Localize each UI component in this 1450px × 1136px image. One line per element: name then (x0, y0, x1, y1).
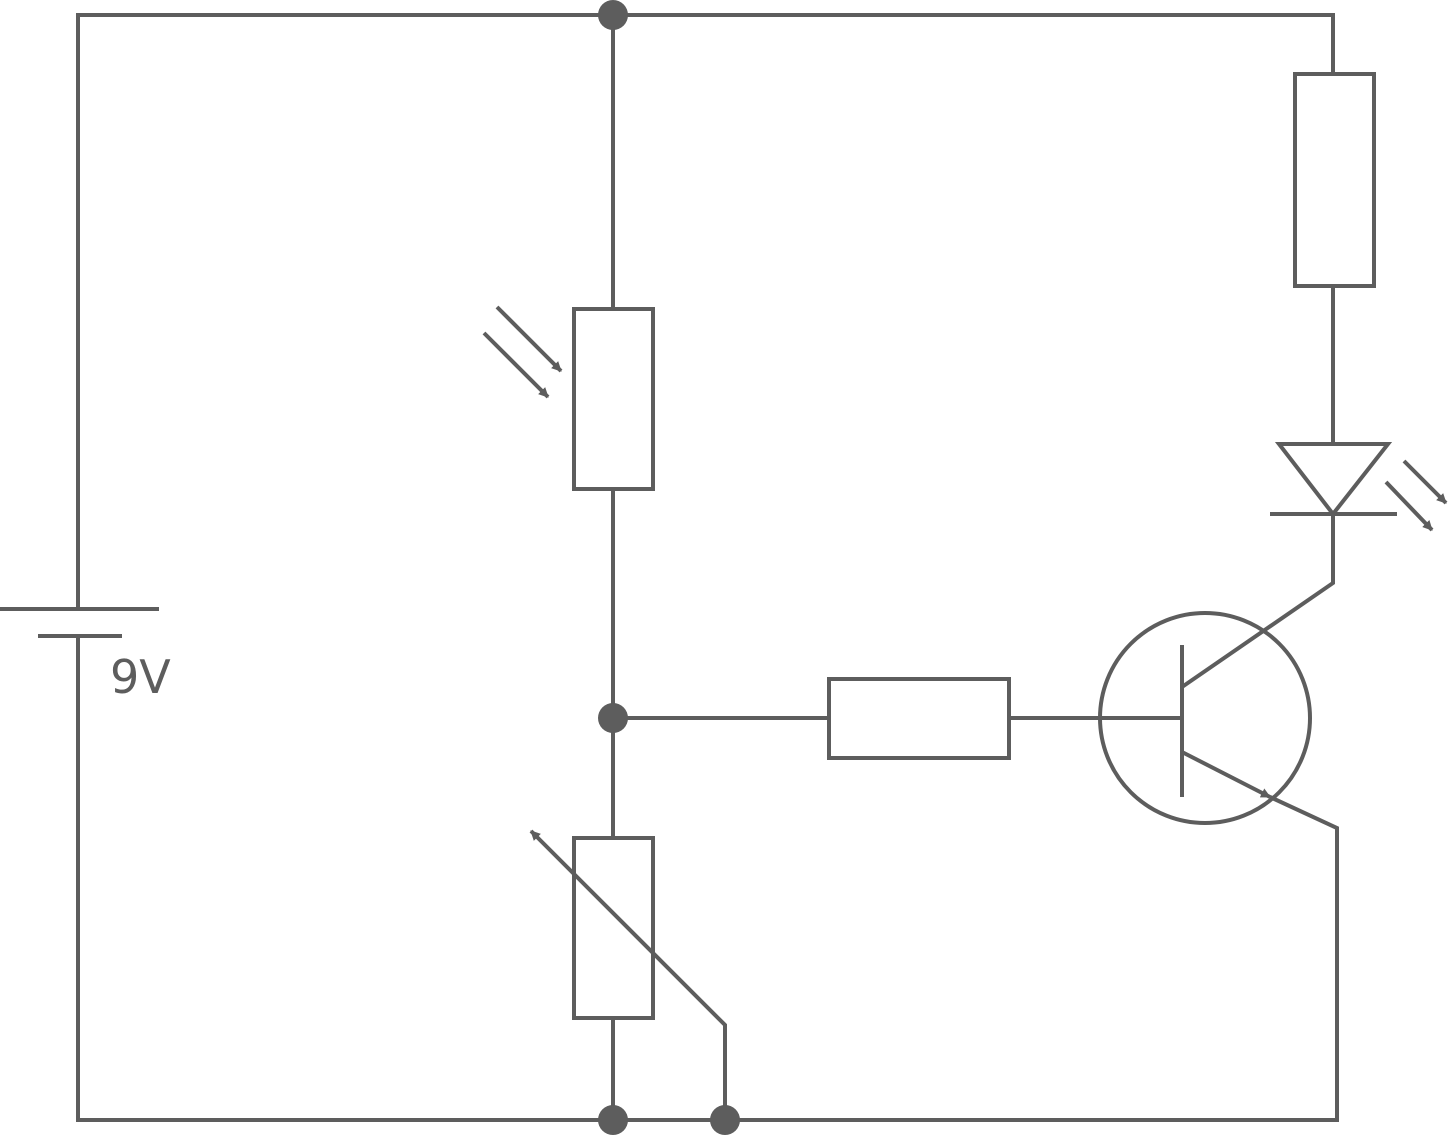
wires (76, 13, 1339, 1122)
variable-resistor-arrow (529, 829, 727, 1120)
led-resistor (1293, 72, 1376, 288)
base-resistor (827, 677, 1011, 760)
junction-dot-bottom-left (598, 1105, 628, 1135)
junction-dot-bottom-right (710, 1105, 740, 1135)
emission-arrow-1 (1402, 459, 1448, 505)
ldr-body (572, 307, 655, 491)
light-arrow-1 (495, 305, 563, 373)
variable-resistor-body (572, 836, 655, 1020)
junction-dot-middle (598, 703, 628, 733)
transistor-envelope (1098, 611, 1312, 825)
junctions (598, 0, 740, 1135)
variable-resistor (529, 829, 727, 1120)
npn-transistor (1098, 611, 1312, 825)
emission-arrow-2 (1384, 480, 1434, 532)
led (1270, 442, 1448, 532)
battery-label: 9V (110, 650, 171, 704)
top-wire (76, 13, 1335, 609)
ldr (482, 305, 655, 491)
junction-dot-top (598, 0, 628, 30)
led-triangle (1274, 442, 1393, 518)
transistor-emitter (1181, 750, 1271, 799)
collector-wire (1180, 514, 1335, 689)
left-bottom-wire (76, 636, 1339, 1122)
light-arrow-2 (482, 331, 550, 399)
battery: 9V (0, 607, 171, 704)
